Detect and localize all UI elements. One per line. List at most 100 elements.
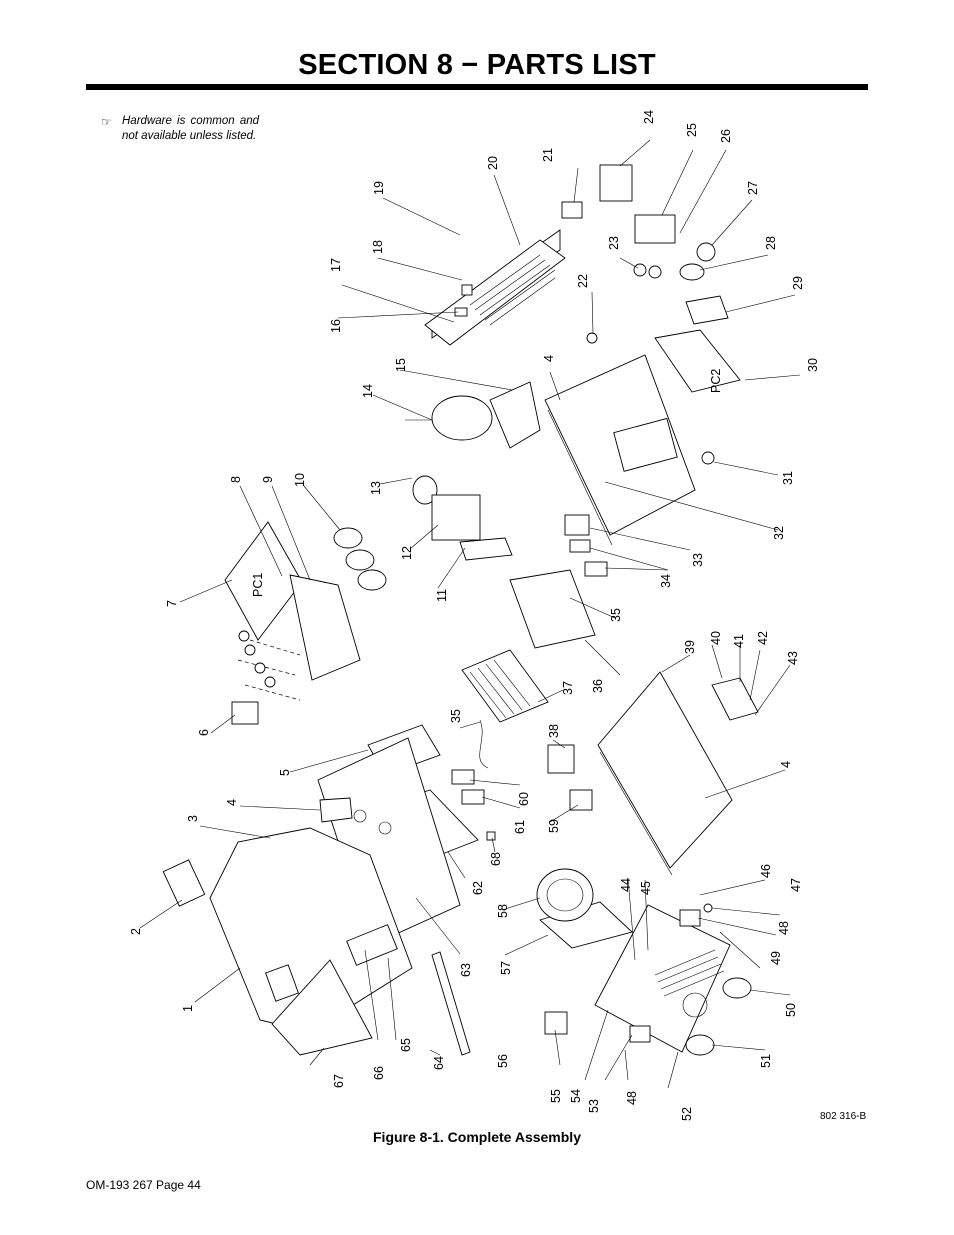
callout-15: 15 [394,358,408,372]
leader-lines [139,139,801,1089]
callout-16: 16 [329,319,343,333]
part-4-label [319,797,353,823]
callout-3: 3 [186,815,200,822]
callout-31: 31 [781,471,795,485]
callout-13: 13 [369,481,383,495]
callout-65: 65 [399,1038,413,1052]
part-6 [231,701,259,725]
part-64 [431,951,471,1056]
callout-4-upper-chassis: 4 [542,355,556,362]
callout-25: 25 [685,123,699,137]
callout-36: 36 [591,679,605,693]
callout-60: 60 [517,792,531,806]
callout-7: 7 [165,600,179,607]
part-10a [333,527,363,549]
callout-8: 8 [229,476,243,483]
callout-35-lower: 35 [449,709,463,723]
part-1-wrapper [209,827,413,1033]
chassis-window [613,417,678,472]
title-rule [86,84,868,90]
pc2-label: PC2 [709,369,723,393]
callout-21: 21 [541,148,555,162]
part-51 [685,1034,715,1056]
part-12 [431,494,481,541]
callout-32: 32 [772,526,786,540]
part-38 [547,744,575,774]
callout-61: 61 [513,820,527,834]
callout-1: 1 [181,1005,195,1012]
part-31 [701,451,715,465]
part-11 [459,537,513,561]
part-28 [679,263,705,281]
callout-67: 67 [332,1074,346,1088]
callout-4: 4 [225,799,239,806]
part-10c [357,569,387,591]
callout-28: 28 [764,236,778,250]
callout-40: 40 [709,631,723,645]
part-49 [679,909,701,927]
callout-55: 55 [549,1089,563,1103]
part-34b [584,561,608,577]
callout-56: 56 [496,1054,510,1068]
part-39-base [597,671,733,869]
handle-1 [265,964,299,1002]
callout-46: 46 [759,864,773,878]
callout-18: 18 [371,240,385,254]
callout-38: 38 [547,724,561,738]
part-67-end-panel [271,959,373,1056]
callout-33: 33 [691,553,705,567]
callout-9: 9 [261,476,275,483]
callout-62: 62 [471,881,485,895]
part-rear-panel [424,239,566,346]
callout-2: 2 [129,928,143,935]
part-33 [564,514,590,536]
note-line-2: not available unless listed. [122,130,257,142]
callout-5: 5 [278,769,292,776]
page-title: SECTION 8 − PARTS LIST [298,49,656,81]
callout-52: 52 [680,1107,694,1121]
callouts: 1 2 3 4 5 6 7 8 9 10 11 12 13 14 15 16 1… [129,110,820,1121]
callout-68: 68 [489,852,503,866]
callout-51: 51 [759,1054,773,1068]
callout-26: 26 [719,129,733,143]
callout-20: 20 [486,156,500,170]
part-18 [461,284,473,296]
part-23b [648,265,662,279]
callout-12: 12 [400,546,414,560]
callout-44: 44 [619,878,633,892]
part-13 [412,475,438,505]
callout-30: 30 [806,358,820,372]
part-9-bracket [289,574,361,681]
callout-64: 64 [432,1056,446,1070]
part-2 [162,859,206,907]
callout-27: 27 [746,181,760,195]
callout-53: 53 [587,1099,601,1113]
figure-caption: Figure 8-1. Complete Assembly [373,1129,581,1145]
callout-4-base: 4 [779,761,793,768]
part-61 [461,789,485,805]
part-22 [586,332,598,344]
callout-58: 58 [496,904,510,918]
part-24 [599,164,633,202]
callout-22: 22 [576,274,590,288]
callout-42: 42 [756,631,770,645]
part-25 [634,214,676,244]
part-15 [489,381,541,449]
callout-29: 29 [791,276,805,290]
callout-37: 37 [561,681,575,695]
callout-48-lower: 48 [625,1091,639,1105]
callout-50: 50 [784,1003,798,1017]
callout-14: 14 [361,384,375,398]
callout-54: 54 [569,1089,583,1103]
callout-19: 19 [372,181,386,195]
part-68 [486,831,496,841]
callout-45: 45 [639,881,653,895]
pc2-board [654,329,741,393]
callout-63: 63 [459,963,473,977]
callout-57: 57 [499,961,513,975]
part-34a [569,539,591,553]
callout-34: 34 [659,574,673,588]
note-line-1: Hardware is common and [122,115,260,127]
part-23a [633,263,647,277]
